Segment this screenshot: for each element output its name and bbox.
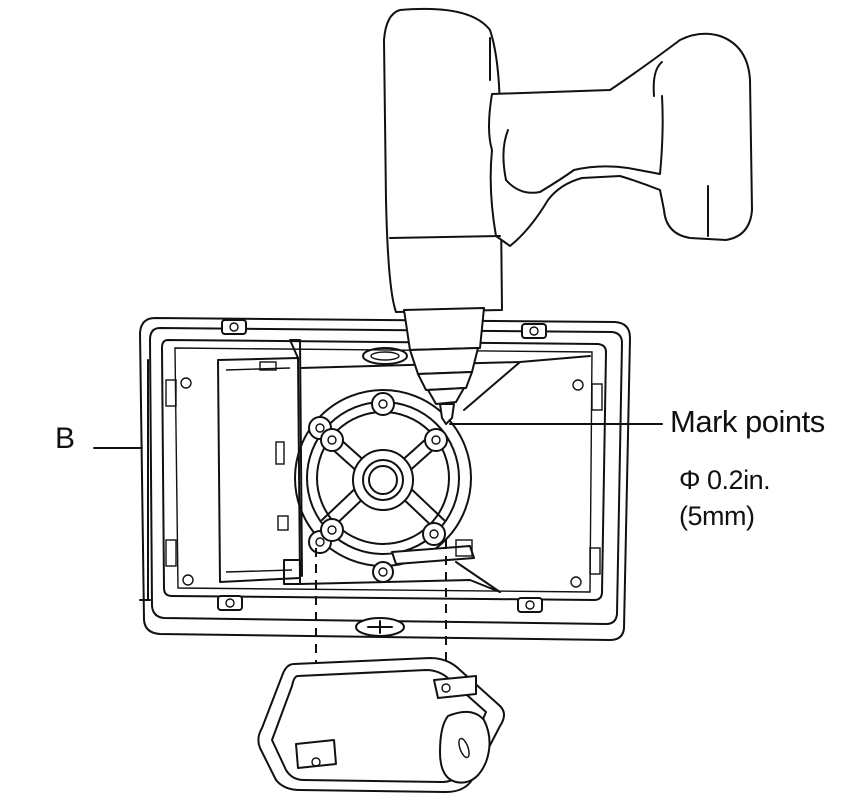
ring-lug <box>424 428 448 452</box>
junction-box <box>257 657 505 793</box>
label-diameter-mm: (5mm) <box>679 501 755 531</box>
ring-lug <box>371 392 395 416</box>
label-b: B <box>55 422 75 455</box>
internal-bracket <box>217 339 591 593</box>
ring-lug <box>320 428 344 452</box>
label-diameter: Φ 0.2in. <box>679 465 771 495</box>
label-mark-points: Mark points <box>670 404 825 439</box>
power-drill <box>383 7 753 425</box>
ring-lug <box>320 518 344 542</box>
mounting-ring <box>294 389 475 583</box>
ring-lug <box>372 561 394 583</box>
ring-lug <box>422 522 446 546</box>
